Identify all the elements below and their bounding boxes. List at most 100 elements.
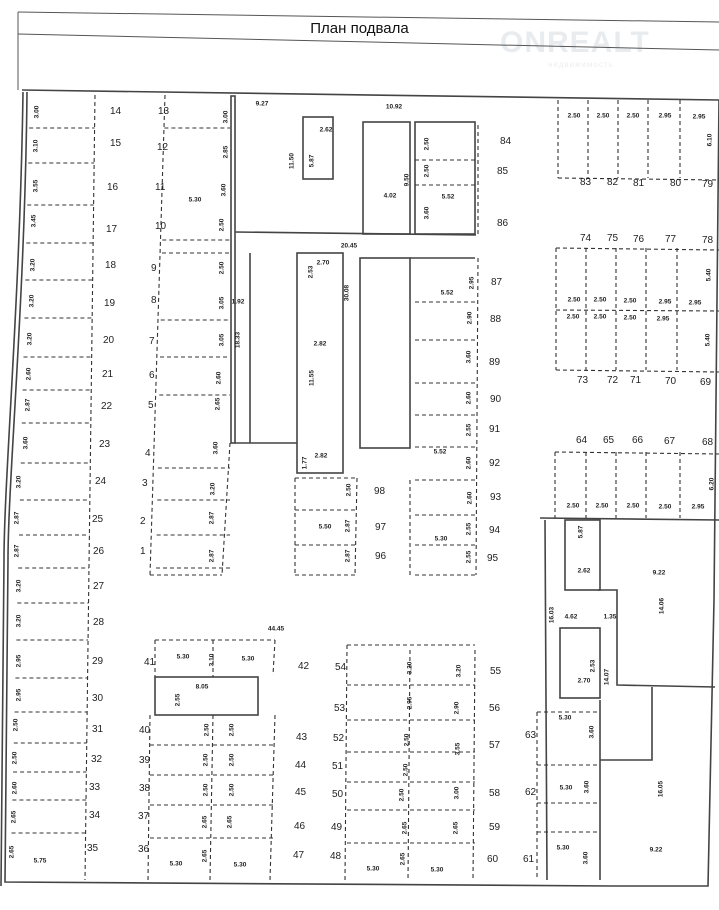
parking-spot-number: 94 [489, 525, 501, 536]
dimension-label: 5.30 [431, 867, 444, 874]
dimension-label: 3.60 [584, 780, 591, 793]
parking-spot-number: 45 [295, 787, 307, 798]
dimension-label: 2.82 [315, 453, 328, 460]
parking-spot-number: 22 [101, 401, 113, 412]
parking-spot-number: 4 [145, 448, 151, 459]
dimension-label: 2.50 [567, 314, 580, 321]
dimension-label: 2.87 [14, 511, 21, 524]
dimension-label: 3.60 [466, 350, 473, 363]
dimension-label: 10.92 [386, 104, 403, 111]
dimension-label: 5.87 [309, 154, 316, 167]
interior-walls [154, 95, 719, 881]
dimension-label: 3.00 [34, 105, 41, 118]
parking-spot-number: 97 [375, 522, 387, 533]
dimension-label: 2.95 [469, 276, 476, 289]
dimension-label: 14.07 [604, 668, 611, 685]
dimension-label: 2.53 [590, 659, 597, 672]
parking-spot-number: 93 [490, 492, 502, 503]
dimension-label: 3.60 [213, 441, 220, 454]
parking-spot-number: 20 [103, 335, 115, 346]
dimension-label: 2.50 [204, 723, 211, 736]
parking-spot-number: 48 [330, 851, 342, 862]
dimension-labels: 3.003.103.553.453.203.203.202.602.873.60… [9, 101, 716, 874]
dimension-label: 2.60 [216, 371, 223, 384]
dimension-label: 2.70 [578, 678, 591, 685]
parking-spot-number: 85 [497, 166, 509, 177]
parking-spot-number: 29 [92, 656, 104, 667]
dimension-label: 2.50 [568, 113, 581, 120]
parking-spot-number: 57 [489, 740, 501, 751]
parking-spot-number: 59 [489, 822, 501, 833]
dimension-label: 3.60 [23, 436, 30, 449]
dimension-label: 2.87 [25, 398, 32, 411]
parking-spot-number: 63 [525, 730, 537, 741]
dimension-label: 3.55 [33, 179, 40, 192]
parking-spot-number: 11 [155, 182, 166, 193]
dimension-label: 2.53 [308, 265, 315, 278]
dimension-label: 2.95 [16, 688, 23, 701]
dimension-label: 5.30 [234, 862, 247, 869]
parking-spot-number: 68 [702, 437, 714, 448]
dimension-label: 3.20 [27, 332, 34, 345]
parking-spot-number: 70 [665, 376, 677, 387]
dimension-label: 2.55 [466, 550, 473, 563]
dimension-label: 3.00 [223, 110, 230, 123]
dimension-label: 2.55 [466, 423, 473, 436]
dimension-label: 2.65 [227, 815, 234, 828]
dimension-label: 2.50 [424, 137, 431, 150]
dimension-label: 2.50 [424, 164, 431, 177]
dimension-label: 2.65 [400, 852, 407, 865]
dimension-label: 9.50 [404, 173, 411, 186]
parking-spot-number: 39 [139, 755, 151, 766]
parking-spot-number: 50 [332, 789, 344, 800]
outer-wall [0, 89, 719, 887]
dimension-label: 2.50 [594, 314, 607, 321]
parking-spot-number: 3 [142, 478, 148, 489]
dimension-label: 3.60 [583, 851, 590, 864]
dimension-label: 5.50 [319, 524, 332, 531]
parking-spot-number: 84 [500, 136, 512, 147]
parking-spot-number: 1 [140, 546, 146, 557]
title-frame [17, 11, 719, 90]
dimension-label: 2.60 [467, 491, 474, 504]
parking-spot-number: 58 [489, 788, 501, 799]
dimension-label: 3.45 [31, 214, 38, 227]
parking-spot-number: 65 [603, 435, 615, 446]
dimension-label: 5.40 [706, 268, 713, 281]
dimension-label: 2.50 [219, 261, 226, 274]
dimension-label: 2.95 [16, 654, 23, 667]
dimension-label: 2.50 [399, 788, 406, 801]
parking-spot-number: 78 [702, 235, 714, 246]
parking-spot-number: 69 [700, 377, 712, 388]
parking-spot-number: 36 [138, 844, 150, 855]
dimension-label: 8.05 [196, 684, 209, 691]
parking-spot-number: 13 [158, 106, 170, 117]
dimension-label: 5.30 [560, 785, 573, 792]
dimension-label: 5.30 [170, 861, 183, 868]
dimension-label: 5.30 [189, 197, 202, 204]
dimension-label: 2.90 [467, 311, 474, 324]
parking-spot-number: 21 [102, 369, 114, 380]
parking-spot-number: 92 [489, 458, 501, 469]
dimension-label: 3.20 [407, 661, 414, 674]
dimension-label: 2.95 [693, 114, 706, 121]
dimension-label: 2.50 [229, 723, 236, 736]
dimension-label: 2.50 [624, 315, 637, 322]
dimension-label: 4.02 [384, 193, 397, 200]
parking-spot-number: 77 [665, 234, 677, 245]
parking-spot-number: 43 [296, 732, 308, 743]
dimension-label: 11.50 [289, 153, 296, 169]
dimension-label: 5.52 [434, 449, 447, 456]
parking-spot-number: 25 [92, 514, 104, 525]
dimension-label: 3.20 [29, 294, 36, 307]
dimension-label: 5.30 [242, 656, 255, 663]
dimension-label: 2.85 [223, 145, 230, 158]
parking-spot-number: 82 [607, 177, 619, 188]
dimension-label: 2.50 [596, 503, 609, 510]
dimension-label: 2.62 [578, 568, 591, 575]
dimension-label: 2.65 [202, 849, 209, 862]
parking-spot-number: 23 [99, 439, 111, 450]
dimension-label: 2.50 [594, 297, 607, 304]
parking-spot-number: 74 [580, 233, 592, 244]
parking-spot-number: 95 [487, 553, 499, 564]
